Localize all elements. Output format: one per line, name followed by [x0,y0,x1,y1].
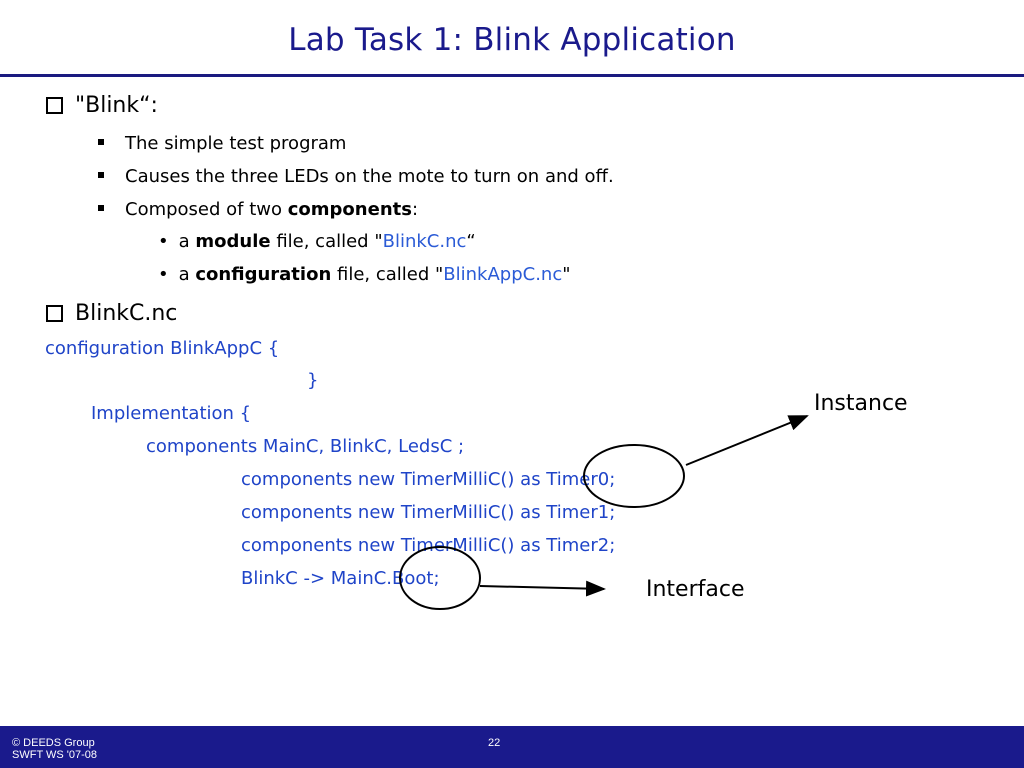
bullet-blink: "Blink“: [46,93,158,118]
footer-credits: © DEEDS Group SWFT WS '07-08 [12,737,97,761]
link-blinkc: BlinkC.nc [382,231,467,252]
link-blinkappc: BlinkAppC.nc [443,264,563,285]
interface-arrow [479,580,606,597]
dot-bullet-icon: • [158,231,169,252]
subsub-bullet-configuration: •a configuration file, called "BlinkAppC… [158,264,571,285]
timer0-highlight-ellipse [583,444,685,508]
code-line-1: configuration BlinkAppC { [45,338,280,359]
sub-bullet-3: Composed of two components: [98,199,418,220]
code-line-8: BlinkC -> MainC.Boot; [241,568,440,589]
footer-bar: © DEEDS Group SWFT WS '07-08 22 [0,726,1024,768]
checkbox-bullet-icon [46,97,63,114]
square-bullet-icon [98,172,104,178]
square-bullet-icon [98,205,104,211]
code-line-4: components MainC, BlinkC, LedsC ; [146,436,465,457]
page-number: 22 [488,737,501,749]
annotation-instance: Instance [814,391,908,416]
bullet-blink-text: "Blink“: [75,93,158,118]
code-line-6: components new TimerMilliC() as Timer1; [241,502,616,523]
sub-bullet-1: The simple test program [98,133,346,154]
square-bullet-icon [98,139,104,145]
code-line-5: components new TimerMilliC() as Timer0; [241,469,616,490]
subsub-bullet-module: •a module file, called "BlinkC.nc“ [158,231,476,252]
code-line-7: components new TimerMilliC() as Timer2; [241,535,616,556]
annotation-interface: Interface [646,577,745,602]
footer-term: SWFT WS '07-08 [12,749,98,761]
footer-group: © DEEDS Group [12,737,95,749]
bullet-blinkc-text: BlinkC.nc [75,301,178,326]
title-divider [0,74,1024,77]
bullet-blinkc: BlinkC.nc [46,301,177,326]
code-line-3: Implementation { [91,403,252,424]
sub-bullet-2: Causes the three LEDs on the mote to tur… [98,166,614,187]
dot-bullet-icon: • [158,264,169,285]
boot-highlight-ellipse [399,546,481,610]
checkbox-bullet-icon [46,305,63,322]
code-line-2: } [307,370,319,391]
instance-arrow [685,415,809,466]
slide-title: Lab Task 1: Blink Application [288,22,736,58]
